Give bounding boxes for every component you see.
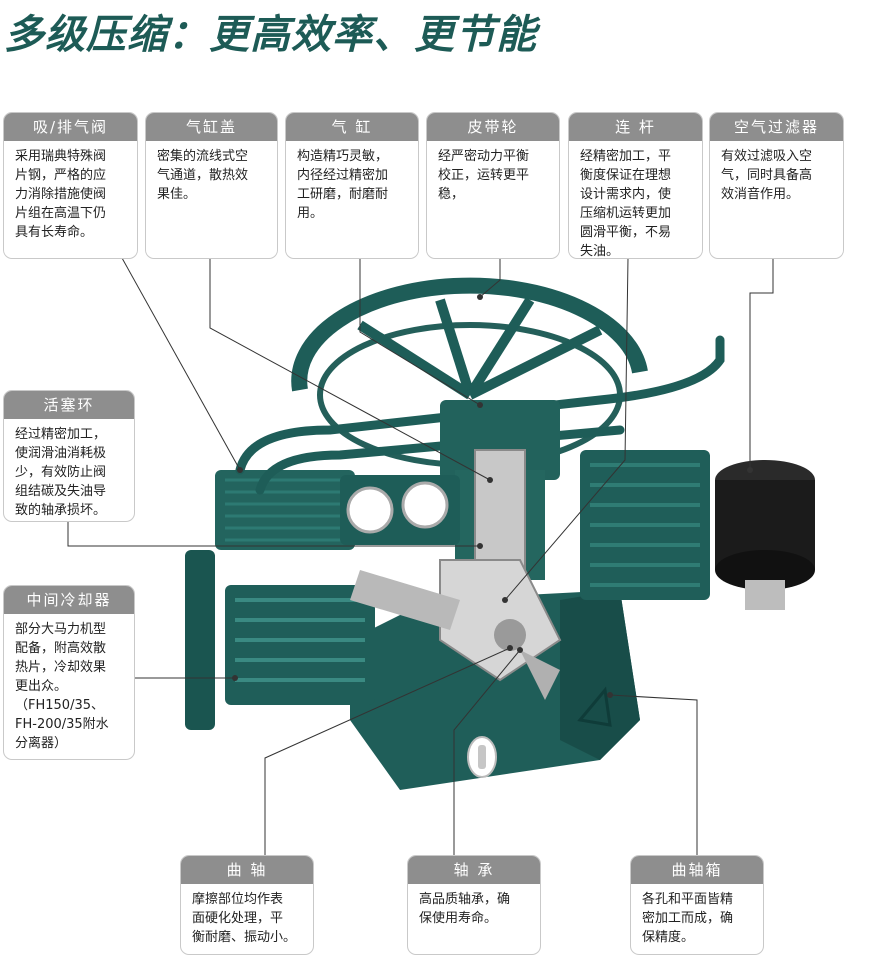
callout-connecting-rod: 连 杆 经精密加工，平 衡度保证在理想 设计需求内，使 压缩机运转更加 圆滑平衡…: [568, 112, 703, 259]
pressure-gauges: [340, 475, 460, 545]
page-title: 多级压缩：更高效率、更节能: [4, 12, 537, 58]
callout-air-filter-text: 有效过滤吸入空 气，同时具备高 效消音作用。: [721, 149, 813, 202]
leader-crankcase: [609, 694, 698, 855]
callout-pulley-text: 经严密动力平衡 校正，运转更平 稳，: [438, 149, 530, 202]
leader-piston-ring: [67, 522, 480, 547]
callout-pulley: 皮带轮 经严密动力平衡 校正，运转更平 稳，: [426, 112, 560, 259]
callout-cylinder-head-title: 气缸盖: [146, 113, 277, 141]
callout-pulley-title: 皮带轮: [427, 113, 559, 141]
callout-crankcase-text: 各孔和平面皆精 密加工而成，确 保精度。: [642, 892, 734, 945]
callout-valve: 吸/排气阀 采用瑞典特殊阀 片钢，严格的应 力消除措施使阀 片组在高温下仍 具有…: [3, 112, 138, 259]
callout-intercooler: 中间冷却器 部分大马力机型 配备，附高效散 热片，冷却效果 更出众。 （FH15…: [3, 585, 135, 760]
oil-sight-glass-icon: [467, 736, 497, 778]
callout-valve-title: 吸/排气阀: [4, 113, 137, 141]
callout-connecting-rod-title: 连 杆: [569, 113, 702, 141]
leader-pulley: [479, 258, 501, 298]
callout-bearing-title: 轴 承: [408, 856, 540, 884]
callout-crankshaft-text: 摩擦部位均作表 面硬化处理，平 衡耐磨、振动小。: [192, 892, 297, 945]
leader-cylinder: [359, 258, 481, 406]
leader-cylinder-head: [209, 258, 491, 481]
discharge-pipes: [235, 335, 725, 495]
leader-bearing: [453, 649, 521, 855]
callout-cylinder-text: 构造精巧灵敏， 内径经过精密加 工研磨，耐磨耐 用。: [297, 149, 389, 221]
leader-valve: [121, 257, 241, 471]
callout-crankshaft: 曲 轴 摩擦部位均作表 面硬化处理，平 衡耐磨、振动小。: [180, 855, 314, 955]
callout-air-filter: 空气过滤器 有效过滤吸入空 气，同时具备高 效消音作用。: [709, 112, 844, 259]
callout-intercooler-text: 部分大马力机型 配备，附高效散 热片，冷却效果 更出众。 （FH150/35、 …: [15, 622, 109, 751]
leader-crankshaft: [264, 647, 511, 855]
air-filter-canister: [715, 460, 815, 610]
callout-connecting-rod-text: 经精密加工，平 衡度保证在理想 设计需求内，使 压缩机运转更加 圆滑平衡，不易 …: [580, 149, 672, 259]
crankcase-front: [560, 590, 640, 760]
callout-bearing-text: 高品质轴承，确 保使用寿命。: [419, 892, 511, 926]
leader-air-filter: [749, 258, 774, 470]
callout-cylinder-head: 气缸盖 密集的流线式空 气通道，散热效 果佳。: [145, 112, 278, 259]
triangle-logo-icon: [577, 686, 612, 727]
callout-cylinder: 气 缸 构造精巧灵敏， 内径经过精密加 工研磨，耐磨耐 用。: [285, 112, 419, 259]
callout-intercooler-title: 中间冷却器: [4, 586, 134, 614]
right-cylinder-bank: [580, 450, 710, 600]
callout-piston-ring-text: 经过精密加工， 使润滑油消耗极 少，有效防止阀 组结碳及失油导 致的轴承损坏。: [15, 427, 107, 518]
callout-bearing: 轴 承 高品质轴承，确 保使用寿命。: [407, 855, 541, 955]
callout-crankcase: 曲轴箱 各孔和平面皆精 密加工而成，确 保精度。: [630, 855, 764, 955]
crank-cutaway: [350, 559, 562, 700]
callout-air-filter-title: 空气过滤器: [710, 113, 843, 141]
callout-crankshaft-title: 曲 轴: [181, 856, 313, 884]
left-cylinder-bank: [215, 470, 355, 550]
callout-valve-text: 采用瑞典特殊阀 片钢，严格的应 力消除措施使阀 片组在高温下仍 具有长寿命。: [15, 149, 107, 240]
callout-cylinder-title: 气 缸: [286, 113, 418, 141]
callout-piston-ring-title: 活塞环: [4, 391, 134, 419]
callout-cylinder-head-text: 密集的流线式空 气通道，散热效 果佳。: [157, 149, 249, 202]
intercooler-tubes: [185, 550, 375, 730]
center-cylinder: [440, 400, 560, 581]
leader-connecting-rod: [504, 257, 629, 601]
callout-crankcase-title: 曲轴箱: [631, 856, 763, 884]
callout-piston-ring: 活塞环 经过精密加工， 使润滑油消耗极 少，有效防止阀 组结碳及失油导 致的轴承…: [3, 390, 135, 522]
